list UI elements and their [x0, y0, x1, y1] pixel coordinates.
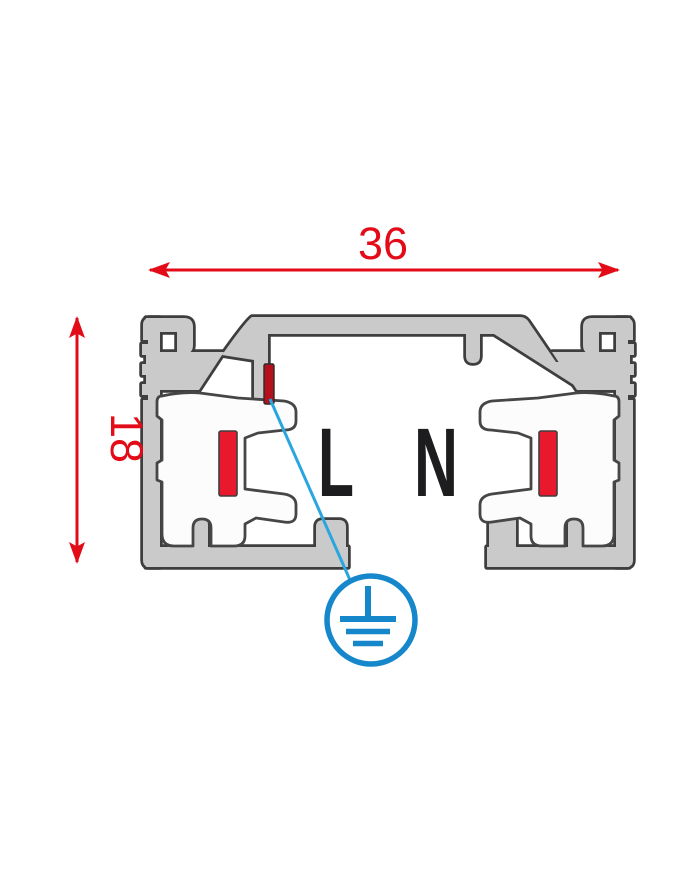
- n-conductor-strip: [538, 430, 558, 497]
- n-label: N: [414, 408, 458, 517]
- pe-conductor-strip: [263, 363, 275, 405]
- earth-callout-line: [268, 398, 352, 581]
- earth-circle: [324, 573, 418, 667]
- l-conductor-strip: [218, 430, 238, 497]
- height-dimension-label: 18: [101, 413, 152, 463]
- width-dimension: 36: [148, 218, 620, 278]
- width-arrowhead-left: [148, 262, 170, 278]
- height-arrowhead-bottom: [69, 542, 85, 564]
- protective-earth-icon: [324, 573, 418, 667]
- width-dimension-label: 36: [358, 218, 408, 269]
- height-dimension: 18: [69, 316, 152, 564]
- l-label: L: [318, 408, 354, 517]
- width-arrowhead-right: [598, 262, 620, 278]
- height-arrowhead-top: [69, 316, 85, 338]
